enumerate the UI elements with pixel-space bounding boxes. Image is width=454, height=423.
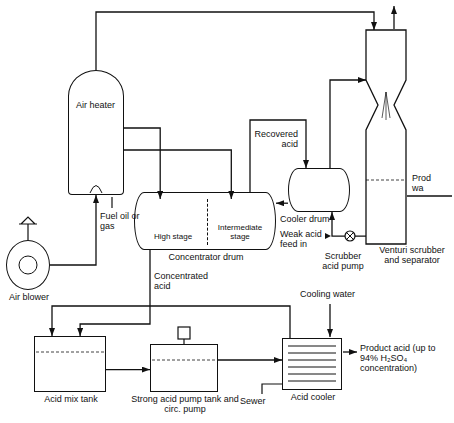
water-outlet — [407, 195, 452, 196]
annotation-label: Recovered acid — [252, 130, 298, 150]
drum-stage: High stage — [141, 199, 205, 245]
label-slot: Sewer — [240, 397, 274, 407]
stack-exhaust — [393, 6, 394, 29]
pipe-connector — [106, 369, 150, 370]
node-label: Concentrator drum — [151, 253, 261, 263]
annotation-label: Sewer — [240, 397, 274, 407]
concentrator-drum: Concentrator drumHigh stageIntermediate … — [134, 192, 276, 250]
blower-fan — [19, 256, 37, 274]
label-slot: Strong acid pump tank and circ. pump — [130, 395, 240, 415]
node-label: Air blower — [0, 293, 59, 303]
node-label: Acid mix tank — [26, 395, 116, 405]
node-label: High stage — [141, 233, 205, 242]
pipe-connector — [50, 195, 96, 265]
label-slot: Venturi scrubber and separator — [372, 246, 452, 266]
label-slot: Cooling water — [300, 290, 370, 300]
label-slot: Concentrator drum — [151, 253, 261, 263]
label-slot: Cooler drum — [280, 215, 336, 225]
label-slot: Product acid (up to 94% H₂SO₄ concentrat… — [360, 344, 452, 374]
pipe-connector — [250, 120, 306, 192]
node-label: Cooler drum — [280, 215, 336, 225]
annotation-label: Cooling water — [300, 290, 370, 300]
label-slot: Air heater — [69, 101, 122, 111]
label-slot: Recovered acid — [252, 130, 298, 150]
label-slot: Acid cooler — [278, 393, 348, 403]
scrubber-spray — [382, 92, 390, 120]
burner-flame — [90, 186, 102, 194]
node-label: Acid cooler — [278, 393, 348, 403]
annotation-label: Concentrated acid — [154, 272, 218, 292]
label-slot: Prod — [412, 174, 452, 184]
label-slot: Scrubber acid pump — [318, 252, 368, 272]
liquid-level — [36, 352, 104, 353]
pump-tank: Strong acid pump tank and circ. pump — [150, 344, 218, 392]
venturi-outline — [366, 30, 406, 244]
annotation-label: Weak acid feed in — [280, 230, 326, 250]
venturi-scrubber: Venturi scrubber and separator — [366, 30, 406, 244]
annotation-label: Fuel oil or gas — [100, 212, 150, 232]
pipe-connector — [124, 128, 160, 199]
product-acid-line — [343, 351, 357, 352]
drum-stage: Intermediate stage — [207, 199, 271, 245]
cooler-drum: Cooler drum — [288, 168, 350, 212]
acid-cooler: Acid cooler — [282, 338, 342, 390]
annotation-label: Prod — [412, 174, 452, 184]
label-slot: Air blower — [0, 293, 59, 303]
label-slot: High stage — [141, 233, 205, 242]
venturi-outline — [366, 30, 406, 244]
node-label: Intermediate stage — [208, 224, 272, 242]
label-slot: Weak acid feed in — [280, 230, 326, 250]
cooling-water-line — [329, 304, 330, 337]
pipe-connector — [276, 203, 288, 204]
blower-intake — [19, 217, 37, 240]
pipe-connector — [218, 359, 282, 360]
acid-mix-tank: Acid mix tank — [34, 336, 106, 392]
separator-level — [366, 180, 406, 181]
fuel-line — [111, 197, 112, 208]
node-label: Venturi scrubber and separator — [372, 246, 452, 266]
liquid-level — [152, 360, 216, 361]
sewer-drain — [262, 384, 282, 394]
annotation-label: wa — [412, 184, 452, 194]
pump-motor — [178, 327, 190, 339]
label-slot: Fuel oil or gas — [100, 212, 150, 232]
air-blower: Air blower — [6, 240, 50, 290]
cooler-coils — [288, 346, 336, 381]
annotation-label: Scrubber acid pump — [318, 252, 368, 272]
label-slot: Intermediate stage — [208, 224, 272, 242]
pipe-connector — [96, 12, 374, 70]
label-slot: wa — [412, 184, 452, 194]
pipe-connector — [330, 80, 366, 168]
pump-symbol — [345, 231, 355, 241]
pump-symbol — [347, 233, 354, 240]
feed-arrow — [325, 233, 331, 239]
label-slot: Concentrated acid — [154, 272, 218, 292]
pipe-connector — [80, 250, 150, 336]
air-heater: Air heater — [68, 70, 124, 195]
pipe-connector — [52, 306, 290, 338]
node-label: Strong acid pump tank and circ. pump — [130, 395, 240, 415]
label-slot: Acid mix tank — [26, 395, 116, 405]
node-label: Air heater — [69, 101, 122, 111]
annotation-label: Product acid (up to 94% H₂SO₄ concentrat… — [360, 344, 452, 374]
